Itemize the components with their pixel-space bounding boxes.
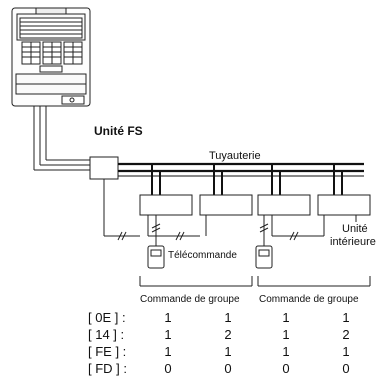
cell-fd-2: 0: [224, 361, 232, 376]
cell-0e-3: 1: [282, 310, 290, 325]
cell-fe-1: 1: [164, 344, 172, 359]
cell-fe-3: 1: [282, 344, 290, 359]
indoor-unit-label-line2: intérieure: [330, 236, 376, 248]
row-label-0e: [ 0E ] :: [88, 310, 126, 325]
cell-fd-1: 0: [164, 361, 172, 376]
cell-fd-4: 0: [342, 361, 350, 376]
group-brackets: [139, 276, 371, 287]
row-label-14: [ 14 ] :: [88, 327, 125, 342]
piping-label: Tuyauterie: [209, 150, 261, 162]
fs-unit-box: [89, 156, 119, 180]
cell-14-1: 1: [164, 327, 172, 342]
indoor-unit-label-line1: Unité: [342, 223, 368, 235]
main-piping: [33, 106, 90, 171]
indoor-units: [139, 194, 371, 216]
cell-14-2: 2: [224, 327, 232, 342]
row-label-fd: [ FD ] :: [88, 361, 127, 376]
cell-0e-1: 1: [164, 310, 172, 325]
outdoor-unit: [11, 7, 91, 107]
cell-fd-3: 0: [282, 361, 290, 376]
cell-14-4: 2: [342, 327, 350, 342]
cell-fe-2: 1: [224, 344, 232, 359]
cell-0e-4: 1: [342, 310, 350, 325]
row-label-fe: [ FE ] :: [88, 344, 127, 359]
trunk-piping: [118, 162, 364, 195]
remote-label: Télécommande: [168, 250, 237, 261]
control-wiring: [103, 179, 357, 246]
cell-fe-4: 1: [342, 344, 350, 359]
cell-14-3: 1: [282, 327, 290, 342]
cell-0e-2: 1: [224, 310, 232, 325]
group-label-left: Commande de groupe: [140, 294, 240, 305]
fs-unit-label: Unité FS: [94, 124, 143, 138]
group-label-right: Commande de groupe: [259, 294, 359, 305]
remote-controllers: [147, 245, 273, 269]
